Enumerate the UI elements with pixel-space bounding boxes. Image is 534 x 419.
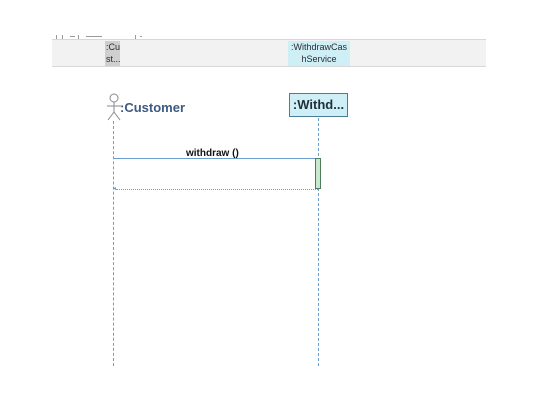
lifeline-header-strip: :Cu st... :WithdrawCas hService bbox=[52, 39, 486, 67]
actor-stick-figure-icon[interactable] bbox=[104, 93, 124, 121]
lifeline-withdraw-service-box[interactable]: :Withd... bbox=[289, 93, 348, 117]
partial-toolbar-fragment bbox=[52, 34, 142, 40]
return-message-line[interactable] bbox=[116, 189, 318, 190]
withdraw-message-arrow[interactable] bbox=[113, 158, 319, 189]
header-customer-cell[interactable]: :Cu st... bbox=[105, 41, 120, 66]
withdraw-service-lifeline[interactable] bbox=[318, 118, 319, 366]
return-arrowhead-icon: ◂ bbox=[113, 186, 117, 192]
header-withdraw-service-cell[interactable]: :WithdrawCas hService bbox=[288, 41, 350, 66]
actor-customer-label[interactable]: :Customer bbox=[120, 100, 186, 115]
activation-bar[interactable] bbox=[315, 158, 321, 189]
withdraw-message-label[interactable]: withdraw () bbox=[186, 148, 239, 159]
customer-lifeline[interactable] bbox=[113, 121, 114, 366]
